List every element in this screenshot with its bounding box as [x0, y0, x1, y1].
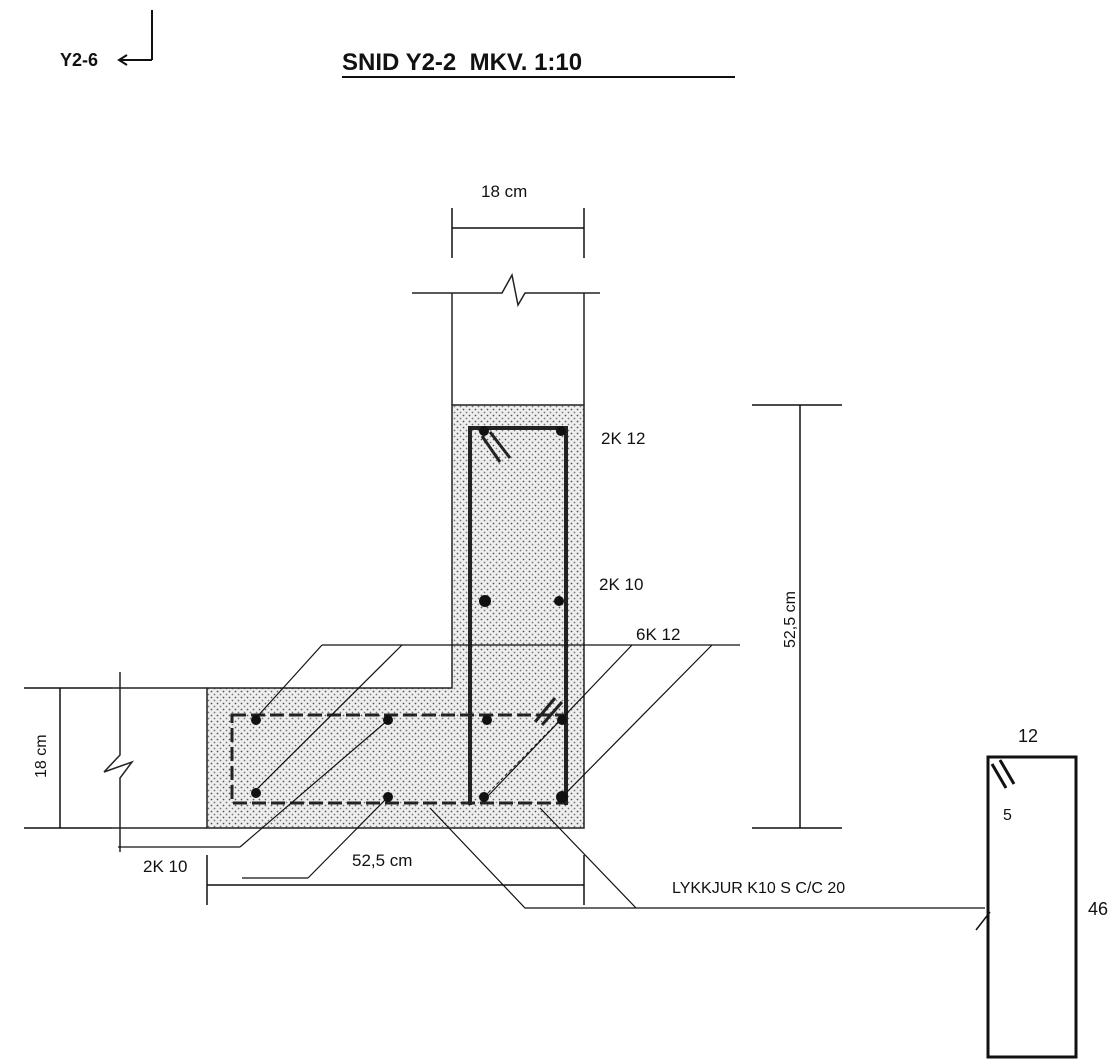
stirrup-hook-mid-a [533, 697, 557, 723]
left-break-line [103, 672, 135, 852]
rebar-bar [251, 715, 261, 725]
concrete-section [206, 404, 585, 829]
rebar-bar [554, 596, 564, 606]
dimension-bottom-width-label: 52,5 cm [352, 851, 412, 870]
rebar-bar [482, 715, 492, 725]
stirrup-detail-hook-label: 5 [1003, 807, 1012, 824]
dimension-right-height-label: 52,5 cm [782, 591, 799, 648]
section-reference-mark: Y2-6 [60, 10, 153, 70]
corner-bars-label: 6K 12 [636, 625, 680, 644]
corner-bars-leaders [255, 644, 740, 798]
stirrups-leaders [429, 807, 985, 909]
middle-bars-leader [483, 719, 561, 798]
bottom-left-bars-label: 2K 10 [143, 857, 187, 876]
stirrup-detail-width-label: 12 [1018, 726, 1038, 746]
dimension-bottom-width [206, 855, 585, 905]
rebar-bar [479, 595, 491, 607]
middle-bars-label: 2K 10 [599, 575, 643, 594]
dimension-top-width-label: 18 cm [481, 182, 527, 201]
wall-stirrup [468, 426, 568, 805]
stirrup-detail [975, 755, 1078, 1059]
dimension-top-width [451, 208, 585, 258]
stirrup-detail-height-label: 46 [1088, 899, 1108, 919]
dimension-left-height-label: 18 cm [33, 734, 50, 778]
stirrup-detail-tick [975, 911, 991, 931]
rebar-bar [557, 715, 567, 725]
top-break-line [412, 272, 600, 308]
bottom-bars-leaders [118, 719, 389, 879]
stirrup-hook-top-b [488, 431, 512, 459]
slab-continuation [103, 672, 207, 852]
stirrup-detail-hook-a [990, 763, 1008, 789]
rebar-bar [479, 426, 489, 436]
rebar-bar [556, 426, 566, 436]
top-bars-label: 2K 12 [601, 429, 645, 448]
stirrup-detail-hook-b [998, 759, 1016, 785]
stirrup-detail-shape [986, 755, 1078, 1059]
drawing-title: SNID Y2-2 MKV. 1:10 [342, 49, 582, 76]
stirrup-hook-top-a [480, 435, 502, 463]
rebar-bar [251, 788, 261, 798]
stirrups-label: LYKKJUR K10 S C/C 20 [672, 880, 845, 897]
reference-label: Y2-6 [60, 50, 98, 70]
wall-continuation [412, 272, 600, 405]
stirrup-hook-mid-b [540, 701, 564, 726]
reference-arrow-head [117, 54, 128, 66]
slab-stirrup [230, 713, 568, 805]
dimension-right-height [752, 404, 842, 829]
dimension-left-height [24, 687, 112, 829]
